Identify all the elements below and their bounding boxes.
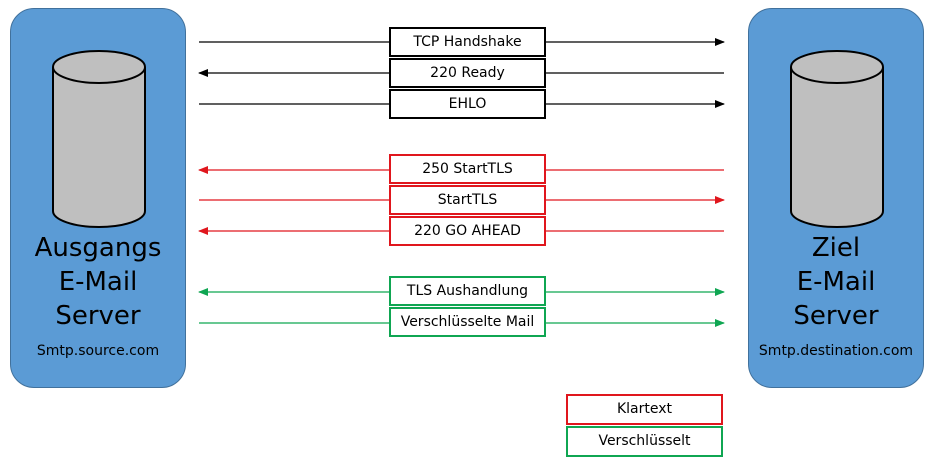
- message-tcp-handshake: TCP Handshake: [389, 27, 546, 57]
- message-220-ready: 220 Ready: [389, 58, 546, 88]
- destination-server-host: Smtp.destination.com: [758, 343, 914, 359]
- database-icon: [52, 50, 146, 228]
- destination-server-name: Ziel E-Mail Server: [793, 233, 879, 331]
- message-starttls: StartTLS: [389, 185, 546, 215]
- legend-encrypted: Verschlüsselt: [566, 426, 723, 457]
- message-250-starttls: 250 StartTLS: [389, 154, 546, 184]
- database-icon: [790, 50, 884, 228]
- legend-cleartext: Klartext: [566, 394, 723, 425]
- source-server-host: Smtp.source.com: [36, 343, 160, 359]
- source-server-name: Ausgangs E-Mail Server: [34, 233, 162, 331]
- message-ehlo: EHLO: [389, 89, 546, 119]
- source-server: Ausgangs E-Mail Server Smtp.source.com: [10, 8, 186, 388]
- message-220-go-ahead: 220 GO AHEAD: [389, 216, 546, 246]
- destination-server: Ziel E-Mail Server Smtp.destination.com: [748, 8, 924, 388]
- message-verschluesselte-mail: Verschlüsselte Mail: [389, 307, 546, 337]
- message-tls-aushandlung: TLS Aushandlung: [389, 276, 546, 306]
